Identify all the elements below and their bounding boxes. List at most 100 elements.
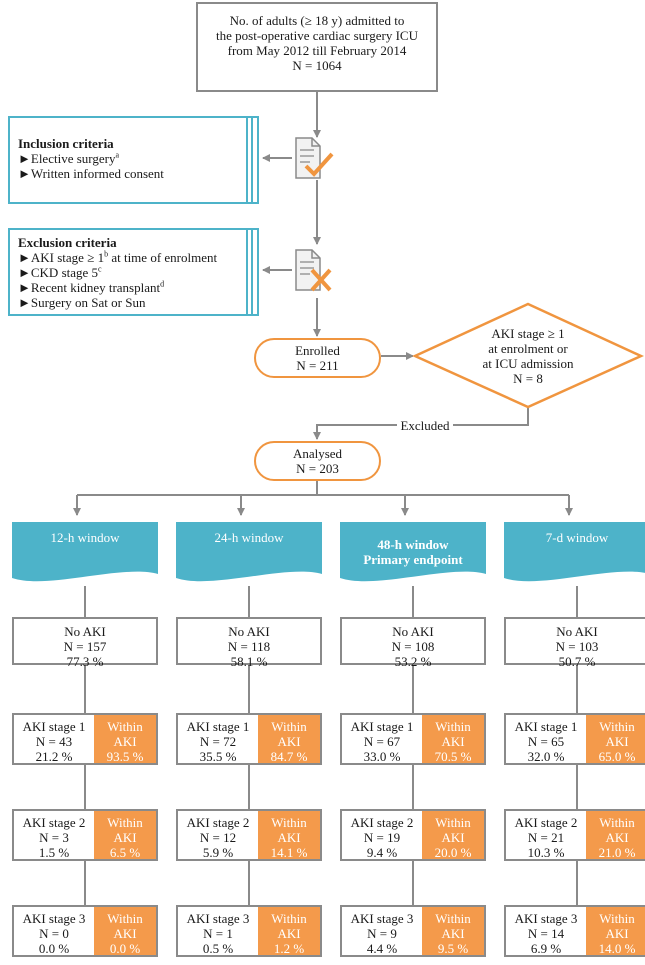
top-box-line1: No. of adults (≥ 18 y) admitted to xyxy=(229,13,405,28)
within-aki-label: AKI xyxy=(113,830,137,845)
bullet-icon: ► xyxy=(18,295,31,310)
within-aki-panel: Within AKI 9.5 % xyxy=(422,907,484,956)
within-aki-label: AKI xyxy=(605,926,629,941)
aki-stage-pct: 32.0 % xyxy=(527,749,565,764)
document-check-icon xyxy=(295,137,334,179)
aki-stage-box: AKI stage 2 N = 12 5.9 % Within AKI 14.1… xyxy=(176,809,322,861)
within-label: Within xyxy=(599,719,635,734)
window-banner-shape xyxy=(12,522,158,582)
aki-stage-n: N = 12 xyxy=(199,830,237,845)
aki-stage-n: N = 21 xyxy=(527,830,565,845)
no-aki-label: No AKI xyxy=(392,624,434,639)
aki-stage-pct: 9.4 % xyxy=(366,845,398,860)
aki-stage-counts: AKI stage 3 N = 9 4.4 % xyxy=(342,907,422,956)
aki-stage-n: N = 67 xyxy=(363,734,401,749)
aki-stage-counts: AKI stage 1 N = 72 35.5 % xyxy=(178,715,258,764)
bullet-icon: ► xyxy=(18,280,31,295)
aki-stage-counts: AKI stage 1 N = 67 33.0 % xyxy=(342,715,422,764)
window-title: 48-h window xyxy=(377,537,449,552)
aki-stage-pct: 5.9 % xyxy=(202,845,234,860)
within-aki-pct: 9.5 % xyxy=(437,941,469,956)
no-aki-n: N = 118 xyxy=(227,639,271,654)
exclusion-item: ►AKI stage ≥ 1b at time of enrolment xyxy=(18,250,249,265)
exclusion-bar-1 xyxy=(251,228,253,316)
aki-stage-n: N = 72 xyxy=(199,734,237,749)
footnote-mark: d xyxy=(160,279,165,289)
within-aki-panel: Within AKI 6.5 % xyxy=(94,811,156,860)
aki-stage-label: AKI stage 1 xyxy=(186,719,250,734)
aki-stage-box: AKI stage 3 N = 1 0.5 % Within AKI 1.2 % xyxy=(176,905,322,957)
aki-stage-counts: AKI stage 1 N = 65 32.0 % xyxy=(506,715,586,764)
aki-stage-box: AKI stage 1 N = 65 32.0 % Within AKI 65.… xyxy=(504,713,645,765)
aki-stage-pct: 1.5 % xyxy=(38,845,70,860)
top-box-line2: the post-operative cardiac surgery ICU xyxy=(216,28,418,43)
aki-stage-pct: 6.9 % xyxy=(530,941,562,956)
aki-stage-pct: 0.5 % xyxy=(202,941,234,956)
enrolled-box: Enrolled N = 211 xyxy=(254,338,381,378)
aki-stage-pct: 4.4 % xyxy=(366,941,398,956)
aki-stage-counts: AKI stage 3 N = 1 0.5 % xyxy=(178,907,258,956)
exclusion-criteria-box: Exclusion criteria ►AKI stage ≥ 1b at ti… xyxy=(8,228,259,316)
within-aki-pct: 70.5 % xyxy=(434,749,472,764)
analysed-box: Analysed N = 203 xyxy=(254,441,381,481)
aki-stage-pct: 33.0 % xyxy=(363,749,401,764)
within-label: Within xyxy=(107,719,143,734)
window-banner: 7-d window xyxy=(504,530,645,545)
within-label: Within xyxy=(271,719,307,734)
aki-stage-counts: AKI stage 3 N = 14 6.9 % xyxy=(506,907,586,956)
exclusion-bar-2 xyxy=(246,228,248,316)
analysed-n: N = 203 xyxy=(296,461,339,476)
aki-stage-pct: 0.0 % xyxy=(38,941,70,956)
within-aki-label: AKI xyxy=(605,734,629,749)
footnote-mark: a xyxy=(115,150,120,160)
exclusion-item-suffix: at time of enrolment xyxy=(108,250,218,265)
within-label: Within xyxy=(435,719,471,734)
bullet-icon: ► xyxy=(18,151,31,166)
no-aki-label: No AKI xyxy=(64,624,106,639)
footnote-mark: c xyxy=(98,264,102,274)
within-aki-pct: 14.0 % xyxy=(598,941,636,956)
window-title: 7-d window xyxy=(545,530,609,545)
within-aki-panel: Within AKI 0.0 % xyxy=(94,907,156,956)
top-box-line4: N = 1064 xyxy=(292,58,342,73)
no-aki-label: No AKI xyxy=(228,624,270,639)
exclusion-item-text: AKI stage ≥ 1 xyxy=(30,250,105,265)
within-aki-pct: 21.0 % xyxy=(598,845,636,860)
aki-stage-box: AKI stage 3 N = 14 6.9 % Within AKI 14.0… xyxy=(504,905,645,957)
inclusion-item: ►Elective surgerya xyxy=(18,151,249,166)
diamond-line3: at ICU admission xyxy=(482,356,574,371)
no-aki-box: No AKI N = 157 77.3 % xyxy=(12,617,158,669)
within-aki-label: AKI xyxy=(441,926,465,941)
aki-stage-counts: AKI stage 3 N = 0 0.0 % xyxy=(14,907,94,956)
inclusion-bar-1 xyxy=(251,116,253,204)
exclusion-item: ►Recent kidney transplantd xyxy=(18,280,249,295)
aki-stage-n: N = 9 xyxy=(367,926,397,941)
no-aki-pct: 53.2 % xyxy=(394,654,432,669)
bullet-icon: ► xyxy=(18,265,31,280)
aki-stage-pct: 35.5 % xyxy=(199,749,237,764)
aki-stage-label: AKI stage 3 xyxy=(514,911,578,926)
within-aki-panel: Within AKI 65.0 % xyxy=(586,715,645,764)
aki-stage-label: AKI stage 1 xyxy=(514,719,578,734)
within-label: Within xyxy=(599,815,635,830)
aki-stage-box: AKI stage 1 N = 67 33.0 % Within AKI 70.… xyxy=(340,713,486,765)
within-aki-label: AKI xyxy=(277,734,301,749)
aki-stage-n: N = 14 xyxy=(527,926,565,941)
within-aki-pct: 1.2 % xyxy=(273,941,305,956)
bullet-icon: ► xyxy=(18,250,31,265)
within-label: Within xyxy=(435,911,471,926)
aki-stage-box: AKI stage 3 N = 9 4.4 % Within AKI 9.5 % xyxy=(340,905,486,957)
within-label: Within xyxy=(107,815,143,830)
analysed-label: Analysed xyxy=(292,446,343,461)
aki-stage-n: N = 3 xyxy=(39,830,69,845)
window-banner-shape xyxy=(176,522,322,582)
inclusion-item: ►Written informed consent xyxy=(18,166,249,181)
aki-stage-box: AKI stage 2 N = 19 9.4 % Within AKI 20.0… xyxy=(340,809,486,861)
inclusion-criteria-box: Inclusion criteria ►Elective surgerya►Wr… xyxy=(8,116,259,204)
within-aki-pct: 14.1 % xyxy=(270,845,308,860)
within-aki-panel: Within AKI 1.2 % xyxy=(258,907,320,956)
within-aki-panel: Within AKI 84.7 % xyxy=(258,715,320,764)
inclusion-bar-2 xyxy=(246,116,248,204)
within-aki-panel: Within AKI 70.5 % xyxy=(422,715,484,764)
no-aki-box: No AKI N = 103 50.7 % xyxy=(504,617,645,669)
